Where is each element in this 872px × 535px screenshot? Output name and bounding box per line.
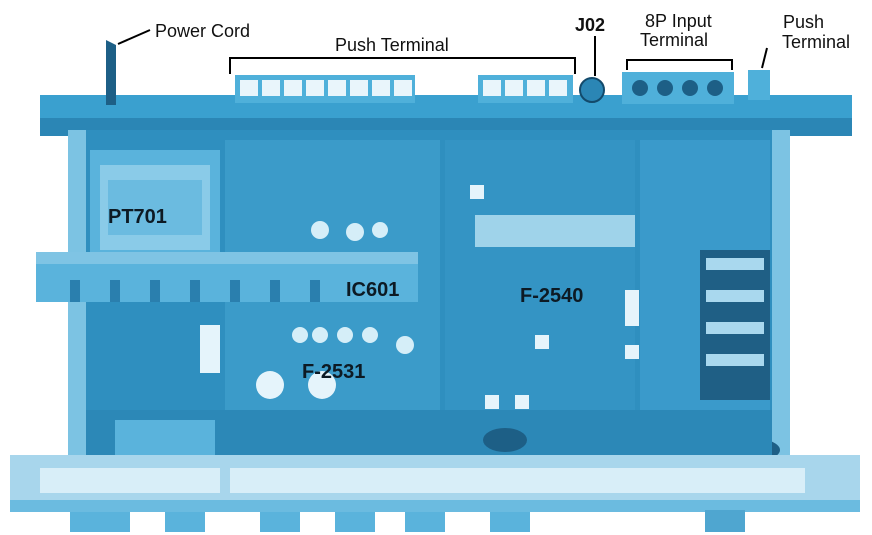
front-knobs	[70, 510, 745, 532]
heatsink-ic601	[36, 252, 418, 302]
push-terminal-bracket	[229, 57, 576, 74]
callout-j02: J02	[575, 15, 606, 35]
label-pt701: PT701	[108, 206, 167, 228]
selector-switch-bank	[640, 140, 780, 464]
callout-8p-input: 8P Input	[645, 11, 712, 31]
push-terminal-block-left	[235, 75, 573, 103]
callout-power-cord: Power Cord	[155, 21, 251, 41]
front-panel	[10, 455, 860, 512]
callout-8p-terminal: Terminal	[640, 30, 709, 50]
board-f2540	[445, 140, 639, 410]
callout-push-terminal-right: Terminal	[782, 32, 851, 52]
push-right-leader	[761, 47, 768, 69]
input-8p-terminal	[622, 72, 734, 104]
push-terminal-right	[748, 70, 770, 100]
callout-lines	[117, 29, 768, 76]
callout-push-terminal: Push Terminal	[335, 35, 449, 55]
label-f2540: F-2540	[520, 285, 584, 307]
j02-jack	[579, 77, 605, 103]
label-f2531: F-2531	[302, 361, 366, 383]
callout-push: Push	[783, 12, 825, 32]
power-cord	[106, 40, 116, 105]
transformer-pt701	[90, 150, 220, 260]
input-8p-bracket	[626, 59, 733, 70]
label-ic601: IC601	[346, 279, 400, 301]
